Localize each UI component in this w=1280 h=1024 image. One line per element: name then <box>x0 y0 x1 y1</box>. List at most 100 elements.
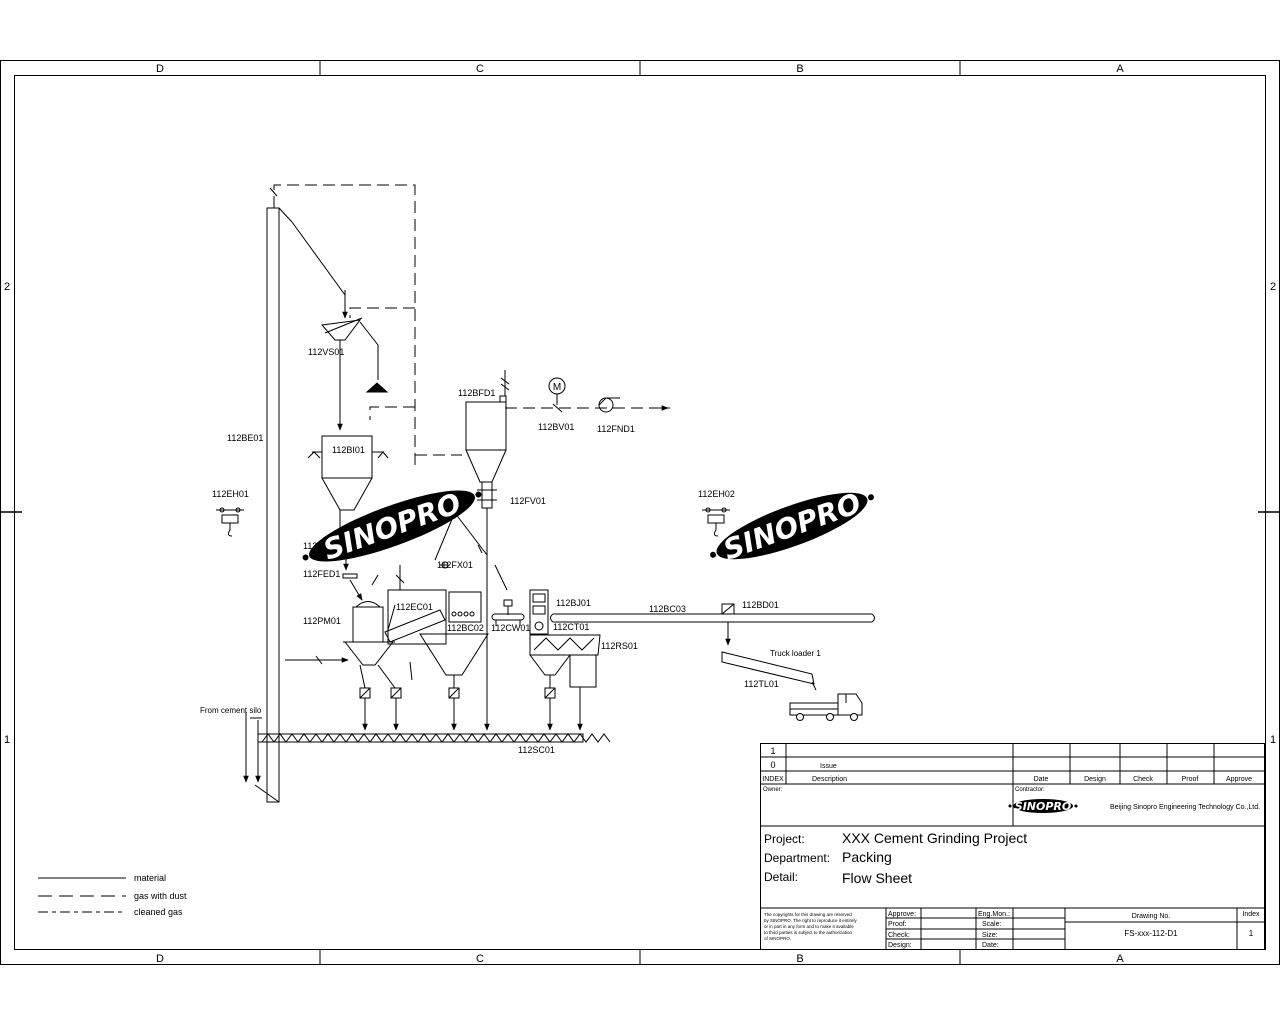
bag-conveyor-symbol <box>384 565 447 681</box>
electric-hoist-symbol-1 <box>216 507 244 537</box>
title-block <box>760 743 1265 950</box>
row-label-left: 2 <box>4 281 10 293</box>
svg-text:by SINOPRO. The right to repro: by SINOPRO. The right to reproduce it en… <box>764 918 857 923</box>
project-label: Project: <box>764 832 805 846</box>
electric-hoist-symbol-2 <box>702 507 730 537</box>
row-label-right: 1 <box>1270 734 1276 746</box>
header-index: INDEX <box>762 776 784 783</box>
label-112fed1: 112FED1 <box>303 569 340 579</box>
label-112fnd1: 112FND1 <box>597 424 635 434</box>
label-112fv01: 112FV01 <box>510 496 546 506</box>
detail-value: Flow Sheet <box>842 870 912 886</box>
motor-letter: M <box>553 382 561 393</box>
label-112bj01: 112BJ01 <box>556 598 591 608</box>
copyright-notice: The copyrights for this drawing are rese… <box>764 912 857 941</box>
label-112ec01: 112EC01 <box>396 602 433 612</box>
index-value: 1 <box>1249 929 1254 938</box>
vibrating-screen-symbol <box>321 317 389 431</box>
eng-mon-label: Eng.Mon.: <box>978 911 1010 918</box>
legend-cleaned-gas: cleaned gas <box>134 907 183 917</box>
label-112bi01: 112BI01 <box>332 445 365 455</box>
packing-machine-symbol <box>285 601 396 689</box>
bag-unit-symbol <box>491 589 549 635</box>
design-label: Design: <box>888 942 912 949</box>
header-check: Check <box>1133 776 1153 783</box>
screw-conveyor-symbol <box>257 733 611 743</box>
header-approve: Approve <box>1226 776 1252 783</box>
rev-description-0: Issue <box>820 763 837 770</box>
label-112cw01: 112CW01 <box>491 623 530 633</box>
valve-symbols <box>359 687 556 731</box>
header-design: Design <box>1084 776 1106 783</box>
project-value: XXX Cement Grinding Project <box>842 830 1027 846</box>
drawing-no-label: Drawing No. <box>1132 913 1171 920</box>
process-diagram <box>216 184 875 803</box>
fan-motor-symbol <box>548 377 669 413</box>
contractor-label: Contractor: <box>1015 787 1045 793</box>
svg-text:of SINOPRO.: of SINOPRO. <box>764 936 791 941</box>
label-truck-loader: Truck loader 1 <box>770 649 821 658</box>
bag-filter-symbol <box>465 370 510 731</box>
label-112vs01: 112VS01 <box>308 347 344 357</box>
watermark-text: SINOPRO <box>719 486 865 566</box>
label-112be01: 112BE01 <box>227 433 263 443</box>
belt-conveyor-symbol <box>550 603 875 646</box>
owner-label: Owner: <box>763 787 783 793</box>
proof-label: Proof: <box>888 921 907 928</box>
col-label-bottom: B <box>796 953 803 965</box>
label-112fx01: 112FX01 <box>437 560 473 570</box>
label-from-cement-silo: From cement silo <box>200 706 262 715</box>
col-label-bottom: A <box>1116 953 1124 965</box>
label-112sc01: 112SC01 <box>518 745 555 755</box>
contractor-logo-text: SINOPRO <box>1015 800 1071 813</box>
header-description: Description <box>812 776 847 783</box>
svg-text:The copyrights for this drawin: The copyrights for this drawing are rese… <box>764 912 852 917</box>
col-label-top: C <box>476 63 484 75</box>
col-label-top: D <box>156 63 164 75</box>
label-112bc03: 112BC03 <box>649 604 686 614</box>
header-proof: Proof <box>1182 776 1199 783</box>
label-112bfd1: 112BFD1 <box>458 388 495 398</box>
material-line <box>291 221 346 318</box>
size-label: Size: <box>982 932 998 939</box>
truck-symbol <box>789 693 863 721</box>
contractor-logo: SINOPRO <box>1008 799 1078 813</box>
col-label-bottom: C <box>476 953 484 965</box>
rev-index-1: 1 <box>770 746 775 756</box>
gas-dust-lines <box>273 184 670 470</box>
bag-counter-symbol <box>419 561 489 688</box>
line-legend: material gas with dust cleaned gas <box>38 873 187 917</box>
row-label-right: 2 <box>1270 281 1276 293</box>
legend-gas-with-dust: gas with dust <box>134 891 187 901</box>
label-112bv01: 112BV01 <box>538 422 574 432</box>
label-112eh01: 112EH01 <box>212 489 249 499</box>
zone-labels: D C B A D C B A 2 1 2 1 <box>4 63 1276 965</box>
svg-text:or in part in any form and to: or in part in any form and to make it av… <box>764 924 854 929</box>
watermark-text: SINOPRO <box>319 486 465 566</box>
drawing-frame <box>0 60 1280 965</box>
row-label-left: 1 <box>4 734 10 746</box>
department-value: Packing <box>842 849 892 865</box>
department-label: Department: <box>764 851 830 865</box>
approve-label: Approve: <box>888 911 916 918</box>
contractor-name: Beijing Sinopro Engineering Technology C… <box>1110 804 1260 811</box>
index-label: Index <box>1242 911 1260 918</box>
title-block-text: 1 0 Issue INDEX Description Date Design … <box>762 746 1260 949</box>
label-112tl01: 112TL01 <box>744 679 779 689</box>
col-label-bottom: D <box>156 953 164 965</box>
label-112rs01: 112RS01 <box>601 641 638 651</box>
scale-label: Scale: <box>982 921 1002 928</box>
check-label: Check: <box>888 932 910 939</box>
legend-material: material <box>134 873 166 883</box>
col-label-top: A <box>1116 63 1124 75</box>
date-label: Date: <box>982 942 999 949</box>
feeder-symbol <box>342 573 358 579</box>
header-date: Date <box>1034 776 1049 783</box>
label-112bd01: 112BD01 <box>742 600 779 610</box>
label-112bc02: 112BC02 <box>447 623 484 633</box>
hopper-symbol <box>529 634 601 731</box>
drawing-no-value: FS-xxx-112-D1 <box>1124 929 1178 938</box>
rev-index-0: 0 <box>770 760 775 770</box>
label-112eh02: 112EH02 <box>698 489 735 499</box>
